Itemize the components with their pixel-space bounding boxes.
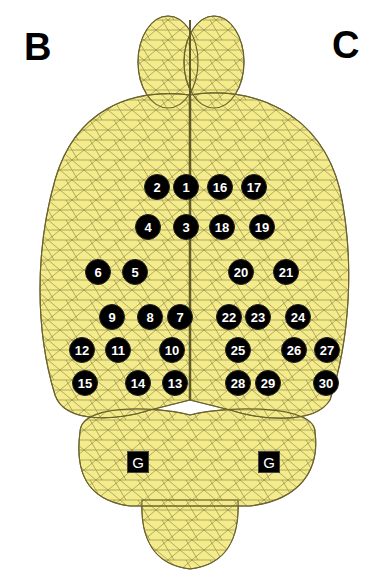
panel-letter: C — [332, 26, 359, 64]
electrode-number: 11 — [111, 344, 125, 357]
electrode-circle: 9 — [99, 304, 125, 330]
electrode-circle: 30 — [313, 370, 339, 396]
electrode-number: 6 — [94, 266, 101, 279]
electrode-number: 9 — [108, 311, 115, 324]
electrode-circle: 14 — [125, 370, 151, 396]
electrode-number: 5 — [131, 266, 138, 279]
electrode-circle: 15 — [72, 370, 98, 396]
electrode-circle: 24 — [285, 304, 311, 330]
electrode-number: 3 — [182, 221, 189, 234]
electrode-number: 25 — [231, 344, 245, 357]
electrode-circle: 10 — [159, 337, 185, 363]
electrode-circle: 19 — [249, 214, 275, 240]
brain-outline — [40, 16, 349, 569]
electrode-circle: 4 — [135, 214, 161, 240]
electrode-number: 4 — [144, 221, 151, 234]
electrode-number: 13 — [168, 377, 182, 390]
electrode-number: 23 — [251, 311, 265, 324]
electrode-circle: 28 — [225, 370, 251, 396]
electrode-label: G — [263, 455, 275, 470]
electrode-circle: 7 — [167, 304, 193, 330]
electrode-circle: 27 — [314, 337, 340, 363]
electrode-number: 2 — [153, 181, 160, 194]
electrode-label: G — [132, 455, 144, 470]
electrode-circle: 1 — [173, 174, 199, 200]
electrode-number: 19 — [255, 221, 269, 234]
panel-letter: B — [24, 28, 51, 66]
electrode-number: 15 — [78, 377, 92, 390]
electrode-number: 29 — [261, 377, 275, 390]
electrode-circle: 23 — [245, 304, 271, 330]
electrode-circle: 16 — [207, 174, 233, 200]
electrode-circle: 22 — [216, 304, 242, 330]
electrode-number: 20 — [234, 266, 248, 279]
electrode-circle: 6 — [85, 259, 111, 285]
electrode-circle: 20 — [228, 259, 254, 285]
electrode-number: 10 — [165, 344, 179, 357]
electrode-number: 28 — [231, 377, 245, 390]
electrode-number: 22 — [222, 311, 236, 324]
electrode-circle: 18 — [209, 214, 235, 240]
electrode-circle: 11 — [105, 337, 131, 363]
ground-electrode-square: G — [127, 451, 149, 473]
electrode-number: 14 — [131, 377, 145, 390]
electrode-number: 21 — [279, 266, 293, 279]
electrode-number: 24 — [291, 311, 305, 324]
electrode-number: 30 — [319, 377, 333, 390]
electrode-circle: 13 — [162, 370, 188, 396]
electrode-circle: 21 — [273, 259, 299, 285]
electrode-circle: 29 — [255, 370, 281, 396]
electrode-number: 27 — [320, 344, 334, 357]
electrode-number: 18 — [215, 221, 229, 234]
electrode-number: 26 — [287, 344, 301, 357]
electrode-number: 17 — [247, 181, 261, 194]
electrode-number: 1 — [182, 181, 189, 194]
electrode-circle: 3 — [173, 214, 199, 240]
electrode-number: 8 — [146, 311, 153, 324]
electrode-circle: 26 — [281, 337, 307, 363]
electrode-number: 16 — [213, 181, 227, 194]
electrode-circle: 2 — [144, 174, 170, 200]
ground-electrode-square: G — [258, 451, 280, 473]
electrode-circle: 12 — [69, 337, 95, 363]
electrode-number: 12 — [75, 344, 89, 357]
electrode-circle: 5 — [122, 259, 148, 285]
electrode-circle: 25 — [225, 337, 251, 363]
electrode-number: 7 — [176, 311, 183, 324]
electrode-circle: 17 — [241, 174, 267, 200]
electrode-circle: 8 — [137, 304, 163, 330]
